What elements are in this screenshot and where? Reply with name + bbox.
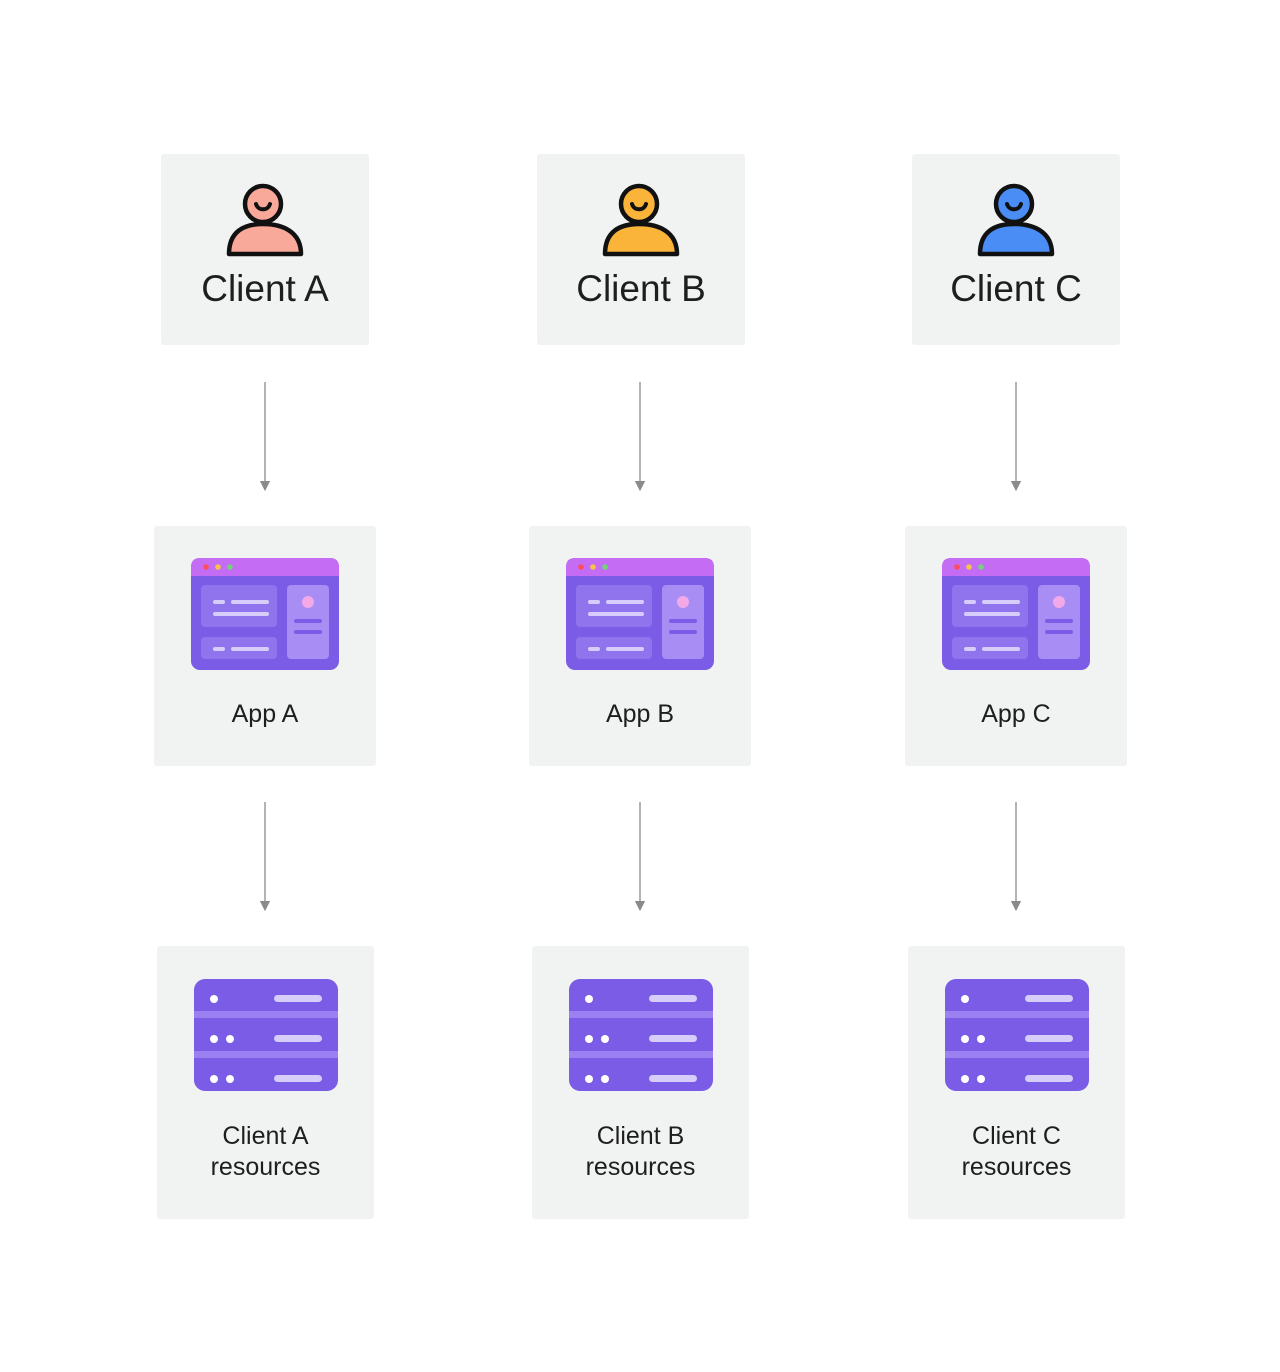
- user-icon: [225, 180, 305, 260]
- resources-label: Client B resources: [551, 1121, 731, 1183]
- client-a-resources-card: Client A resources: [157, 946, 374, 1219]
- resources-label-line-1: Client C: [972, 1122, 1061, 1150]
- user-icon: [601, 180, 681, 260]
- user-icon: [976, 180, 1056, 260]
- server-icon: [568, 979, 713, 1091]
- client-label: Client B: [576, 268, 706, 309]
- app-c-card: App C: [905, 526, 1127, 766]
- resources-label-line-1: Client B: [596, 1122, 685, 1150]
- app-window-icon: [566, 558, 714, 670]
- resources-label-line-1: Client A: [222, 1122, 309, 1150]
- client-a-card: Client A: [161, 154, 369, 345]
- resources-label: Client C resources: [927, 1121, 1107, 1183]
- client-label: Client C: [950, 268, 1082, 309]
- client-b-card: Client B: [537, 154, 745, 345]
- resources-label-line-2: resources: [961, 1153, 1072, 1181]
- client-c-card: Client C: [912, 154, 1120, 345]
- client-b-resources-card: Client B resources: [532, 946, 749, 1219]
- client-c-resources-card: Client C resources: [908, 946, 1125, 1219]
- server-icon: [193, 979, 338, 1091]
- client-label: Client A: [201, 268, 329, 309]
- server-icon: [944, 979, 1089, 1091]
- app-a-card: App A: [154, 526, 376, 766]
- app-window-icon: [191, 558, 339, 670]
- resources-label: Client A resources: [176, 1121, 356, 1183]
- app-window-icon: [942, 558, 1090, 670]
- resources-label-line-2: resources: [210, 1153, 321, 1181]
- app-b-card: App B: [529, 526, 751, 766]
- resources-label-line-2: resources: [585, 1153, 696, 1181]
- app-label: App C: [981, 700, 1051, 728]
- app-label: App A: [231, 700, 299, 728]
- app-label: App B: [605, 700, 675, 728]
